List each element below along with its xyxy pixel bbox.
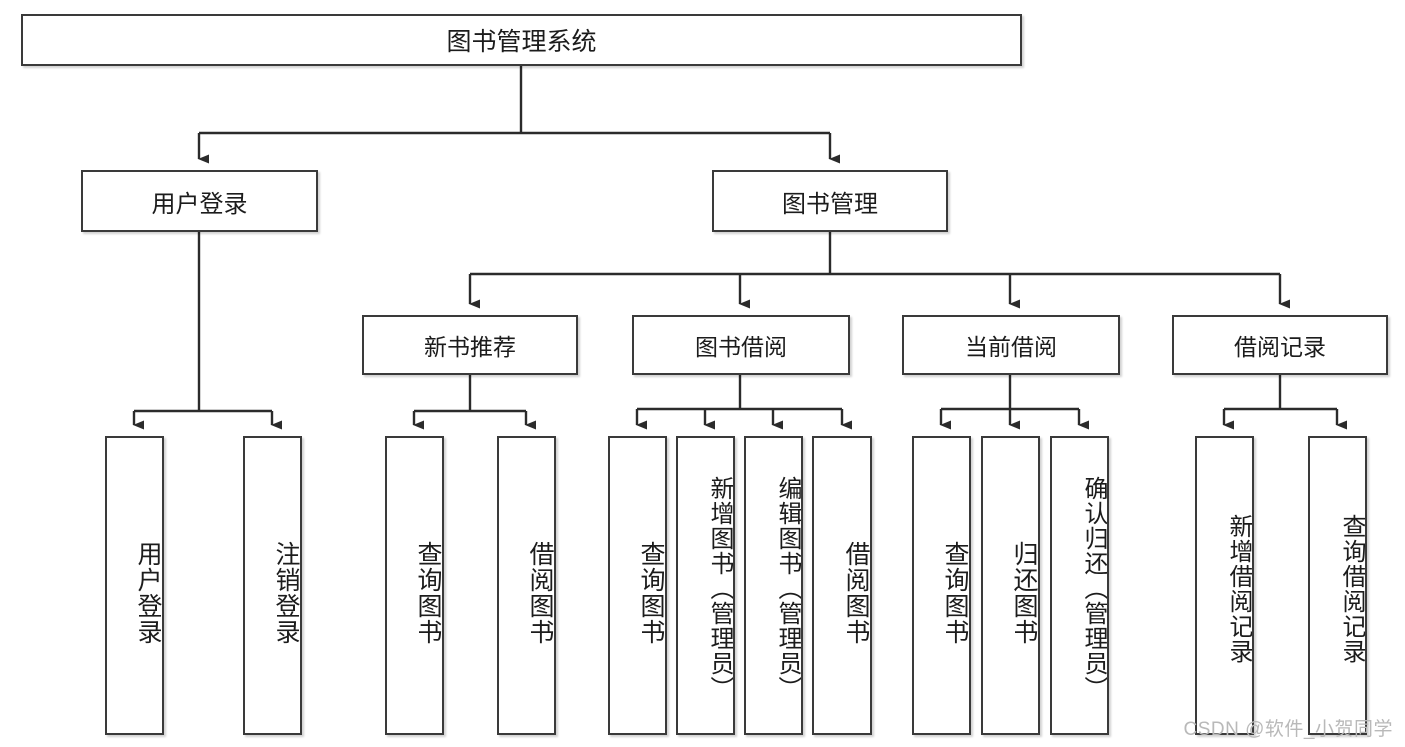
- leaf-borrow-record-query[interactable]: 查询借阅记录: [1308, 436, 1367, 735]
- node-root-system[interactable]: 图书管理系统: [21, 14, 1022, 66]
- node-book-borrow[interactable]: 图书借阅: [632, 315, 850, 375]
- leaf-current-borrow-confirm-admin[interactable]: 确认归还（管理员）: [1050, 436, 1109, 735]
- leaf-user-login-login[interactable]: 用户登录: [105, 436, 164, 735]
- leaf-user-login-logout[interactable]: 注销登录: [243, 436, 302, 735]
- node-book-management[interactable]: 图书管理: [712, 170, 948, 232]
- node-user-login[interactable]: 用户登录: [81, 170, 318, 232]
- leaf-book-borrow-borrow[interactable]: 借阅图书: [812, 436, 872, 735]
- leaf-new-book-borrow[interactable]: 借阅图书: [497, 436, 556, 735]
- node-current-borrow[interactable]: 当前借阅: [902, 315, 1120, 375]
- leaf-book-borrow-query[interactable]: 查询图书: [608, 436, 667, 735]
- leaf-book-borrow-add-admin[interactable]: 新增图书（管理员）: [676, 436, 735, 735]
- leaf-book-borrow-edit-admin[interactable]: 编辑图书（管理员）: [744, 436, 803, 735]
- watermark-text: CSDN @软件_小贺同学: [1183, 719, 1393, 740]
- node-borrow-record[interactable]: 借阅记录: [1172, 315, 1388, 375]
- leaf-current-borrow-return[interactable]: 归还图书: [981, 436, 1040, 735]
- leaf-new-book-query[interactable]: 查询图书: [385, 436, 444, 735]
- leaf-borrow-record-add[interactable]: 新增借阅记录: [1195, 436, 1254, 735]
- leaf-current-borrow-query[interactable]: 查询图书: [912, 436, 971, 735]
- node-new-book-recommend[interactable]: 新书推荐: [362, 315, 578, 375]
